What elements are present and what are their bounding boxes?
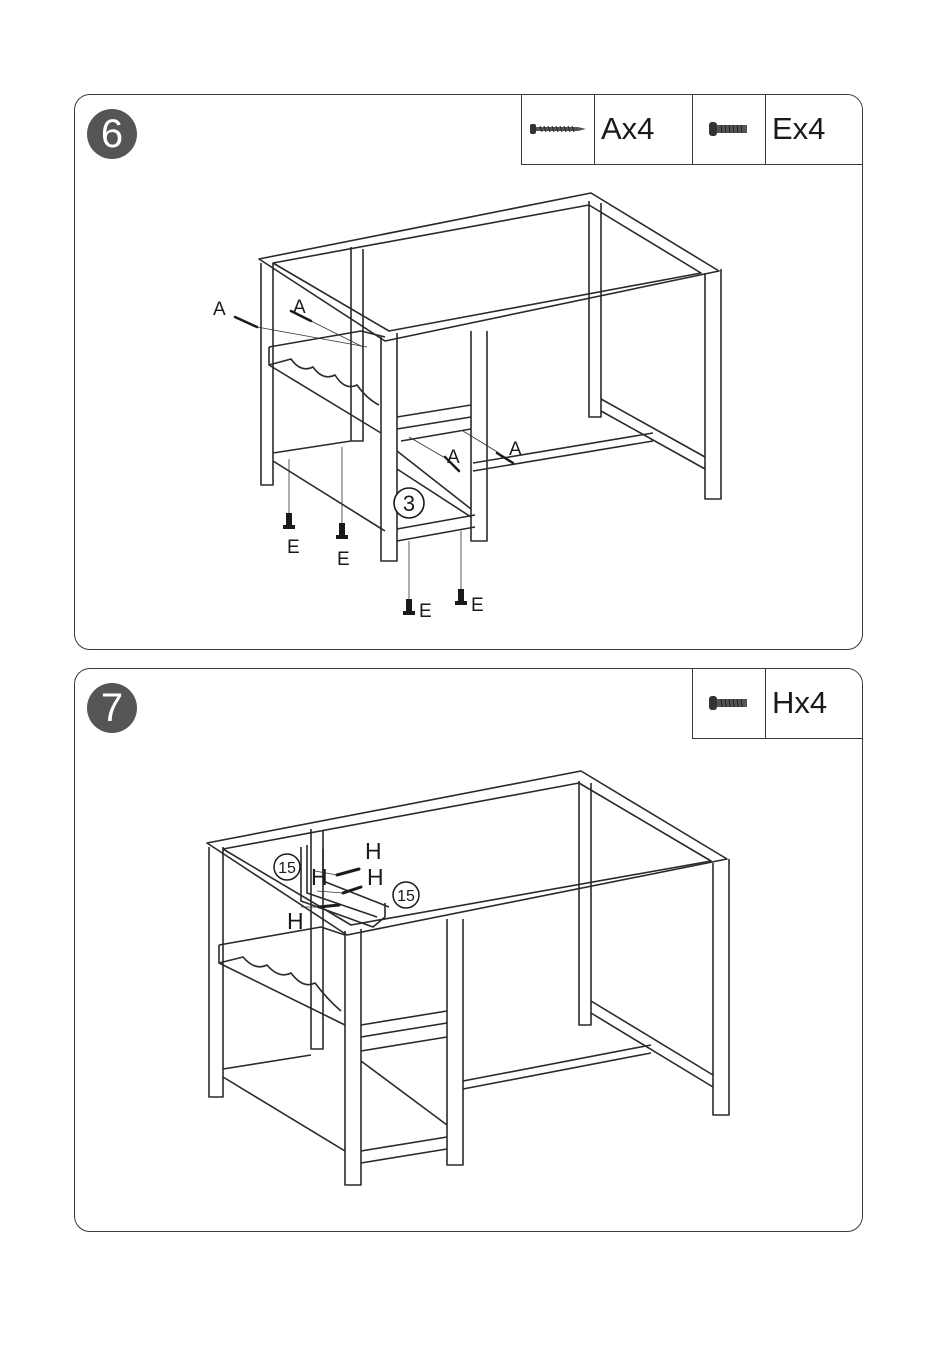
callout-bolt-e-1: E xyxy=(287,537,300,558)
callout-screw-a-3: A xyxy=(447,447,460,468)
callout-bolt-h-1: H xyxy=(365,838,382,864)
callout-screw-a-2: A xyxy=(293,297,306,318)
callout-bolt-e-4: E xyxy=(471,595,484,616)
part-15-label-left: 15 xyxy=(278,860,296,877)
step-6-assembly-drawing: A A A A E E E E 3 xyxy=(75,95,862,649)
step-7-panel: 7 Hx4 xyxy=(74,668,863,1232)
step-6-panel: 6 Ax4 xyxy=(74,94,863,650)
step-7-assembly-drawing: H H H H 15 15 xyxy=(75,669,862,1231)
part-15-label-right: 15 xyxy=(397,888,415,905)
callout-bolt-h-3: H xyxy=(367,864,384,890)
callout-screw-a-4: A xyxy=(509,439,522,460)
callout-screw-a-1: A xyxy=(213,299,226,320)
callout-bolt-e-3: E xyxy=(419,601,432,622)
callout-bolt-h-2: H xyxy=(311,864,328,890)
callout-bolt-h-4: H xyxy=(287,908,304,934)
callout-bolt-e-2: E xyxy=(337,549,350,570)
part-3-label: 3 xyxy=(403,491,415,516)
